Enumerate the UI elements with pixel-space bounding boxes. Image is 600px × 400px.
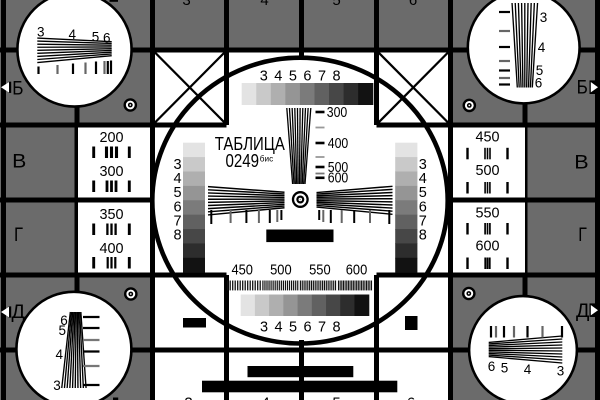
svg-text:5: 5 (289, 320, 297, 336)
svg-text:600: 600 (346, 262, 368, 279)
svg-text:Г: Г (14, 224, 23, 246)
svg-text:6: 6 (303, 320, 311, 336)
svg-text:4: 4 (173, 171, 181, 187)
svg-text:Б: Б (12, 77, 23, 99)
svg-text:5: 5 (173, 185, 181, 201)
svg-text:В: В (574, 152, 588, 174)
svg-text:300: 300 (100, 163, 124, 180)
svg-text:6: 6 (173, 199, 181, 215)
svg-text:6: 6 (60, 313, 68, 328)
svg-text:450: 450 (476, 129, 500, 146)
svg-text:5: 5 (92, 29, 100, 44)
svg-text:4: 4 (261, 395, 269, 400)
svg-text:3: 3 (419, 157, 427, 173)
svg-text:Д: Д (12, 301, 25, 323)
svg-text:600: 600 (476, 237, 500, 254)
svg-text:4: 4 (419, 171, 427, 187)
svg-text:400: 400 (100, 240, 124, 257)
svg-text:6: 6 (535, 76, 543, 91)
svg-text:550: 550 (309, 262, 331, 279)
svg-text:5: 5 (501, 361, 509, 376)
svg-text:4: 4 (274, 69, 282, 85)
svg-text:5: 5 (536, 63, 544, 78)
svg-text:6: 6 (409, 0, 417, 9)
svg-text:6: 6 (103, 31, 111, 46)
svg-text:4: 4 (260, 0, 268, 9)
svg-text:8: 8 (173, 228, 181, 244)
svg-text:бис: бис (260, 154, 273, 163)
svg-text:600: 600 (328, 171, 349, 187)
svg-text:7: 7 (318, 320, 326, 336)
svg-text:7: 7 (173, 213, 181, 229)
svg-text:500: 500 (476, 162, 500, 179)
svg-text:3: 3 (37, 25, 45, 40)
svg-text:5: 5 (59, 323, 67, 338)
svg-text:6: 6 (488, 359, 496, 374)
svg-text:450: 450 (231, 262, 253, 279)
svg-text:4: 4 (538, 40, 546, 55)
svg-text:В: В (12, 150, 26, 172)
svg-text:8: 8 (333, 69, 341, 85)
svg-text:350: 350 (100, 206, 124, 223)
svg-text:6: 6 (407, 395, 415, 400)
svg-text:3: 3 (260, 69, 268, 85)
svg-text:200: 200 (100, 129, 124, 146)
svg-text:7: 7 (318, 69, 326, 85)
svg-text:400: 400 (328, 136, 349, 152)
svg-text:4: 4 (55, 347, 63, 362)
svg-text:7: 7 (419, 213, 427, 229)
svg-text:500: 500 (270, 262, 292, 279)
svg-text:4: 4 (274, 320, 282, 336)
svg-text:3: 3 (557, 364, 565, 379)
svg-text:8: 8 (419, 228, 427, 244)
svg-text:Д: Д (576, 300, 589, 322)
svg-text:ТАБЛИЦА: ТАБЛИЦА (215, 133, 286, 154)
svg-text:500: 500 (328, 160, 349, 176)
svg-text:3: 3 (184, 395, 192, 400)
svg-text:0249: 0249 (225, 150, 259, 171)
svg-text:3: 3 (260, 320, 268, 336)
svg-text:3: 3 (53, 378, 61, 393)
svg-text:3: 3 (173, 157, 181, 173)
svg-text:4: 4 (69, 27, 77, 42)
svg-text:3: 3 (540, 10, 548, 25)
svg-text:550: 550 (476, 204, 500, 221)
svg-text:5: 5 (289, 69, 297, 85)
svg-text:8: 8 (332, 320, 340, 336)
svg-text:Г: Г (578, 224, 587, 246)
svg-text:Б: Б (577, 76, 588, 98)
svg-text:5: 5 (332, 0, 340, 9)
svg-text:5: 5 (419, 185, 427, 201)
svg-text:4: 4 (524, 362, 532, 377)
svg-text:5: 5 (332, 395, 340, 400)
svg-text:6: 6 (419, 199, 427, 215)
svg-text:300: 300 (327, 105, 348, 121)
svg-text:6: 6 (303, 69, 311, 85)
svg-text:3: 3 (182, 0, 190, 9)
